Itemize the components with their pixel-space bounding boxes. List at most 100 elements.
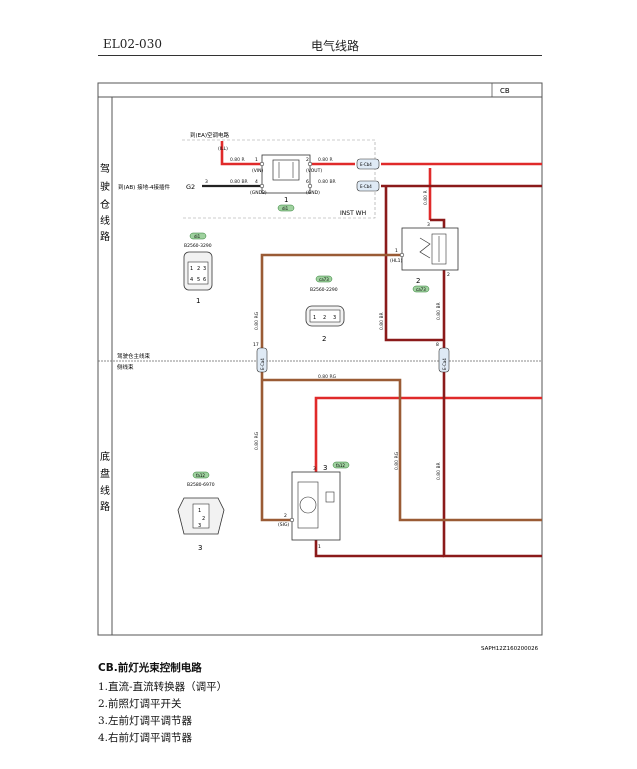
zone-label-cab: 驾 驶 仓 线 路 <box>100 163 110 243</box>
source-ground-label: 到(AB) 接地-4接插件 <box>118 183 171 191</box>
svg-text:1: 1 <box>313 315 316 321</box>
brown-wires <box>260 253 542 522</box>
wire-label-3: 0.80 BR <box>230 179 248 185</box>
svg-text:2: 2 <box>306 157 309 163</box>
svg-text:底: 底 <box>100 450 110 463</box>
svg-text:1: 1 <box>318 544 321 550</box>
wire-label-7: 0.80 BR <box>379 312 385 330</box>
svg-text:4: 4 <box>190 277 193 283</box>
diagram-ref-code: SAPH12Z160200026 <box>481 646 539 652</box>
wire-label-10: 0.80 RG <box>394 451 400 470</box>
svg-text:驶: 驶 <box>100 180 110 193</box>
svg-text:2: 2 <box>447 272 450 278</box>
inline-connector-d: E-Ca4 <box>438 347 450 373</box>
connector-view-ca73: ca73 B2560-2290 1 2 3 2 <box>305 275 345 343</box>
svg-text:仓: 仓 <box>100 198 110 211</box>
wire-red-lower-loop <box>314 396 542 520</box>
svg-text:路: 路 <box>100 230 110 243</box>
caption-item: 2.前照灯调平开关 <box>98 698 182 710</box>
connector-tag-di1 <box>277 204 295 212</box>
svg-text:(SIG): (SIG) <box>278 522 289 528</box>
svg-text:8: 8 <box>436 342 439 348</box>
harness-lower-label: 侧线束 <box>117 363 134 371</box>
connector-view-di1: di1 B2560-3290 1 2 3 4 5 6 1 <box>183 232 213 305</box>
svg-text:B2560-3290: B2560-3290 <box>184 243 212 249</box>
svg-text:线: 线 <box>100 484 110 497</box>
wire-brown-upper-run <box>262 378 542 522</box>
component-dcdc-converter <box>259 154 313 194</box>
svg-text:(VIN): (VIN) <box>252 168 264 174</box>
wire-label-6: 0.80 R <box>423 190 429 205</box>
caption-title: CB.前灯光束控制电路 <box>98 662 202 674</box>
svg-text:(VOUT): (VOUT) <box>306 168 322 174</box>
ground-code: G2 <box>186 183 195 191</box>
wire-label-12: 0.80 BR <box>436 302 442 320</box>
svg-text:1: 1 <box>255 157 258 163</box>
component-1-number: 1 <box>284 196 288 204</box>
svg-text:路: 路 <box>100 500 110 513</box>
inline-connector-c: E-Ca4 <box>256 347 268 373</box>
source-ac-label: 到(EA)空调电路 <box>190 131 230 139</box>
wire-brown-to-act <box>260 372 292 522</box>
svg-text:B2560-2290: B2560-2290 <box>310 287 338 293</box>
svg-text:1: 1 <box>196 297 200 305</box>
svg-text:(GND2): (GND2) <box>250 190 267 196</box>
svg-text:6: 6 <box>203 277 206 283</box>
harness-upper-label: 驾驶仓主线束 <box>117 352 151 360</box>
svg-text:E-Ca4: E-Ca4 <box>260 358 265 370</box>
svg-text:1: 1 <box>395 248 398 254</box>
svg-text:盘: 盘 <box>100 467 110 480</box>
svg-text:驾: 驾 <box>100 163 110 175</box>
wire-label-2: 0.80 R <box>318 157 333 163</box>
component-leveling-switch <box>399 227 459 271</box>
wire-label-4: 0.80 BR <box>318 179 336 185</box>
caption-item: 1.直流-直流转换器（调平） <box>98 681 228 693</box>
svg-text:4: 4 <box>255 179 258 185</box>
svg-text:2: 2 <box>322 335 326 343</box>
svg-text:di1: di1 <box>282 206 289 211</box>
inline-connector-b: E-Cb4 <box>356 180 380 192</box>
connector-tag-fa12-inline <box>332 461 350 469</box>
inst-wh-label: INST WH <box>340 210 366 217</box>
svg-text:(ILL): (ILL) <box>218 146 228 152</box>
section-tag: CB <box>500 87 510 95</box>
svg-text:(GND): (GND) <box>306 190 320 196</box>
wire-red-ac-input <box>220 141 262 166</box>
wire-label-8: 0.80 RG <box>318 374 337 380</box>
svg-text:2: 2 <box>284 513 287 519</box>
svg-text:3: 3 <box>333 315 336 321</box>
component-2-number: 2 <box>416 277 420 285</box>
svg-text:ca73: ca73 <box>416 287 426 292</box>
component-3-number: 3 <box>323 464 327 472</box>
svg-text:3: 3 <box>313 466 316 472</box>
zone-label-chassis: 底 盘 线 路 <box>100 450 110 513</box>
svg-text:1: 1 <box>198 508 201 514</box>
wire-maroon-switch-gnd <box>384 186 444 342</box>
wire-label-1: 0.80 R <box>230 157 245 163</box>
svg-text:线: 线 <box>100 214 110 227</box>
svg-text:E-Ca4: E-Ca4 <box>442 358 447 370</box>
svg-text:(HL1): (HL1) <box>390 258 403 264</box>
svg-text:6: 6 <box>306 179 309 185</box>
wire-maroon-switch-right <box>442 260 542 558</box>
svg-text:2: 2 <box>202 516 205 522</box>
header-rule <box>98 55 542 56</box>
svg-text:B2580-6970: B2580-6970 <box>187 482 215 488</box>
connector-view-fa12: fa12 B2580-6970 1 2 3 3 <box>177 471 225 552</box>
svg-text:E-Cb4: E-Cb4 <box>360 184 372 189</box>
wire-brown-switch-sig <box>260 253 402 348</box>
svg-text:3: 3 <box>203 266 206 272</box>
document-title: 电气线路 <box>311 39 360 53</box>
component-leveling-actuator <box>289 471 341 541</box>
wire-label-11: 0.80 BR <box>436 462 442 480</box>
document-code: EL02-030 <box>103 37 162 51</box>
wire-label-9: 0.80 RG <box>254 431 260 450</box>
inst-wh-boundary <box>182 139 376 219</box>
wire-label-5: 0.80 RG <box>254 311 260 330</box>
svg-text:17: 17 <box>253 342 259 348</box>
connector-tag-ca73-inline <box>412 285 430 293</box>
svg-text:2: 2 <box>197 266 200 272</box>
svg-text:3: 3 <box>198 544 202 552</box>
svg-text:di1: di1 <box>194 234 201 239</box>
